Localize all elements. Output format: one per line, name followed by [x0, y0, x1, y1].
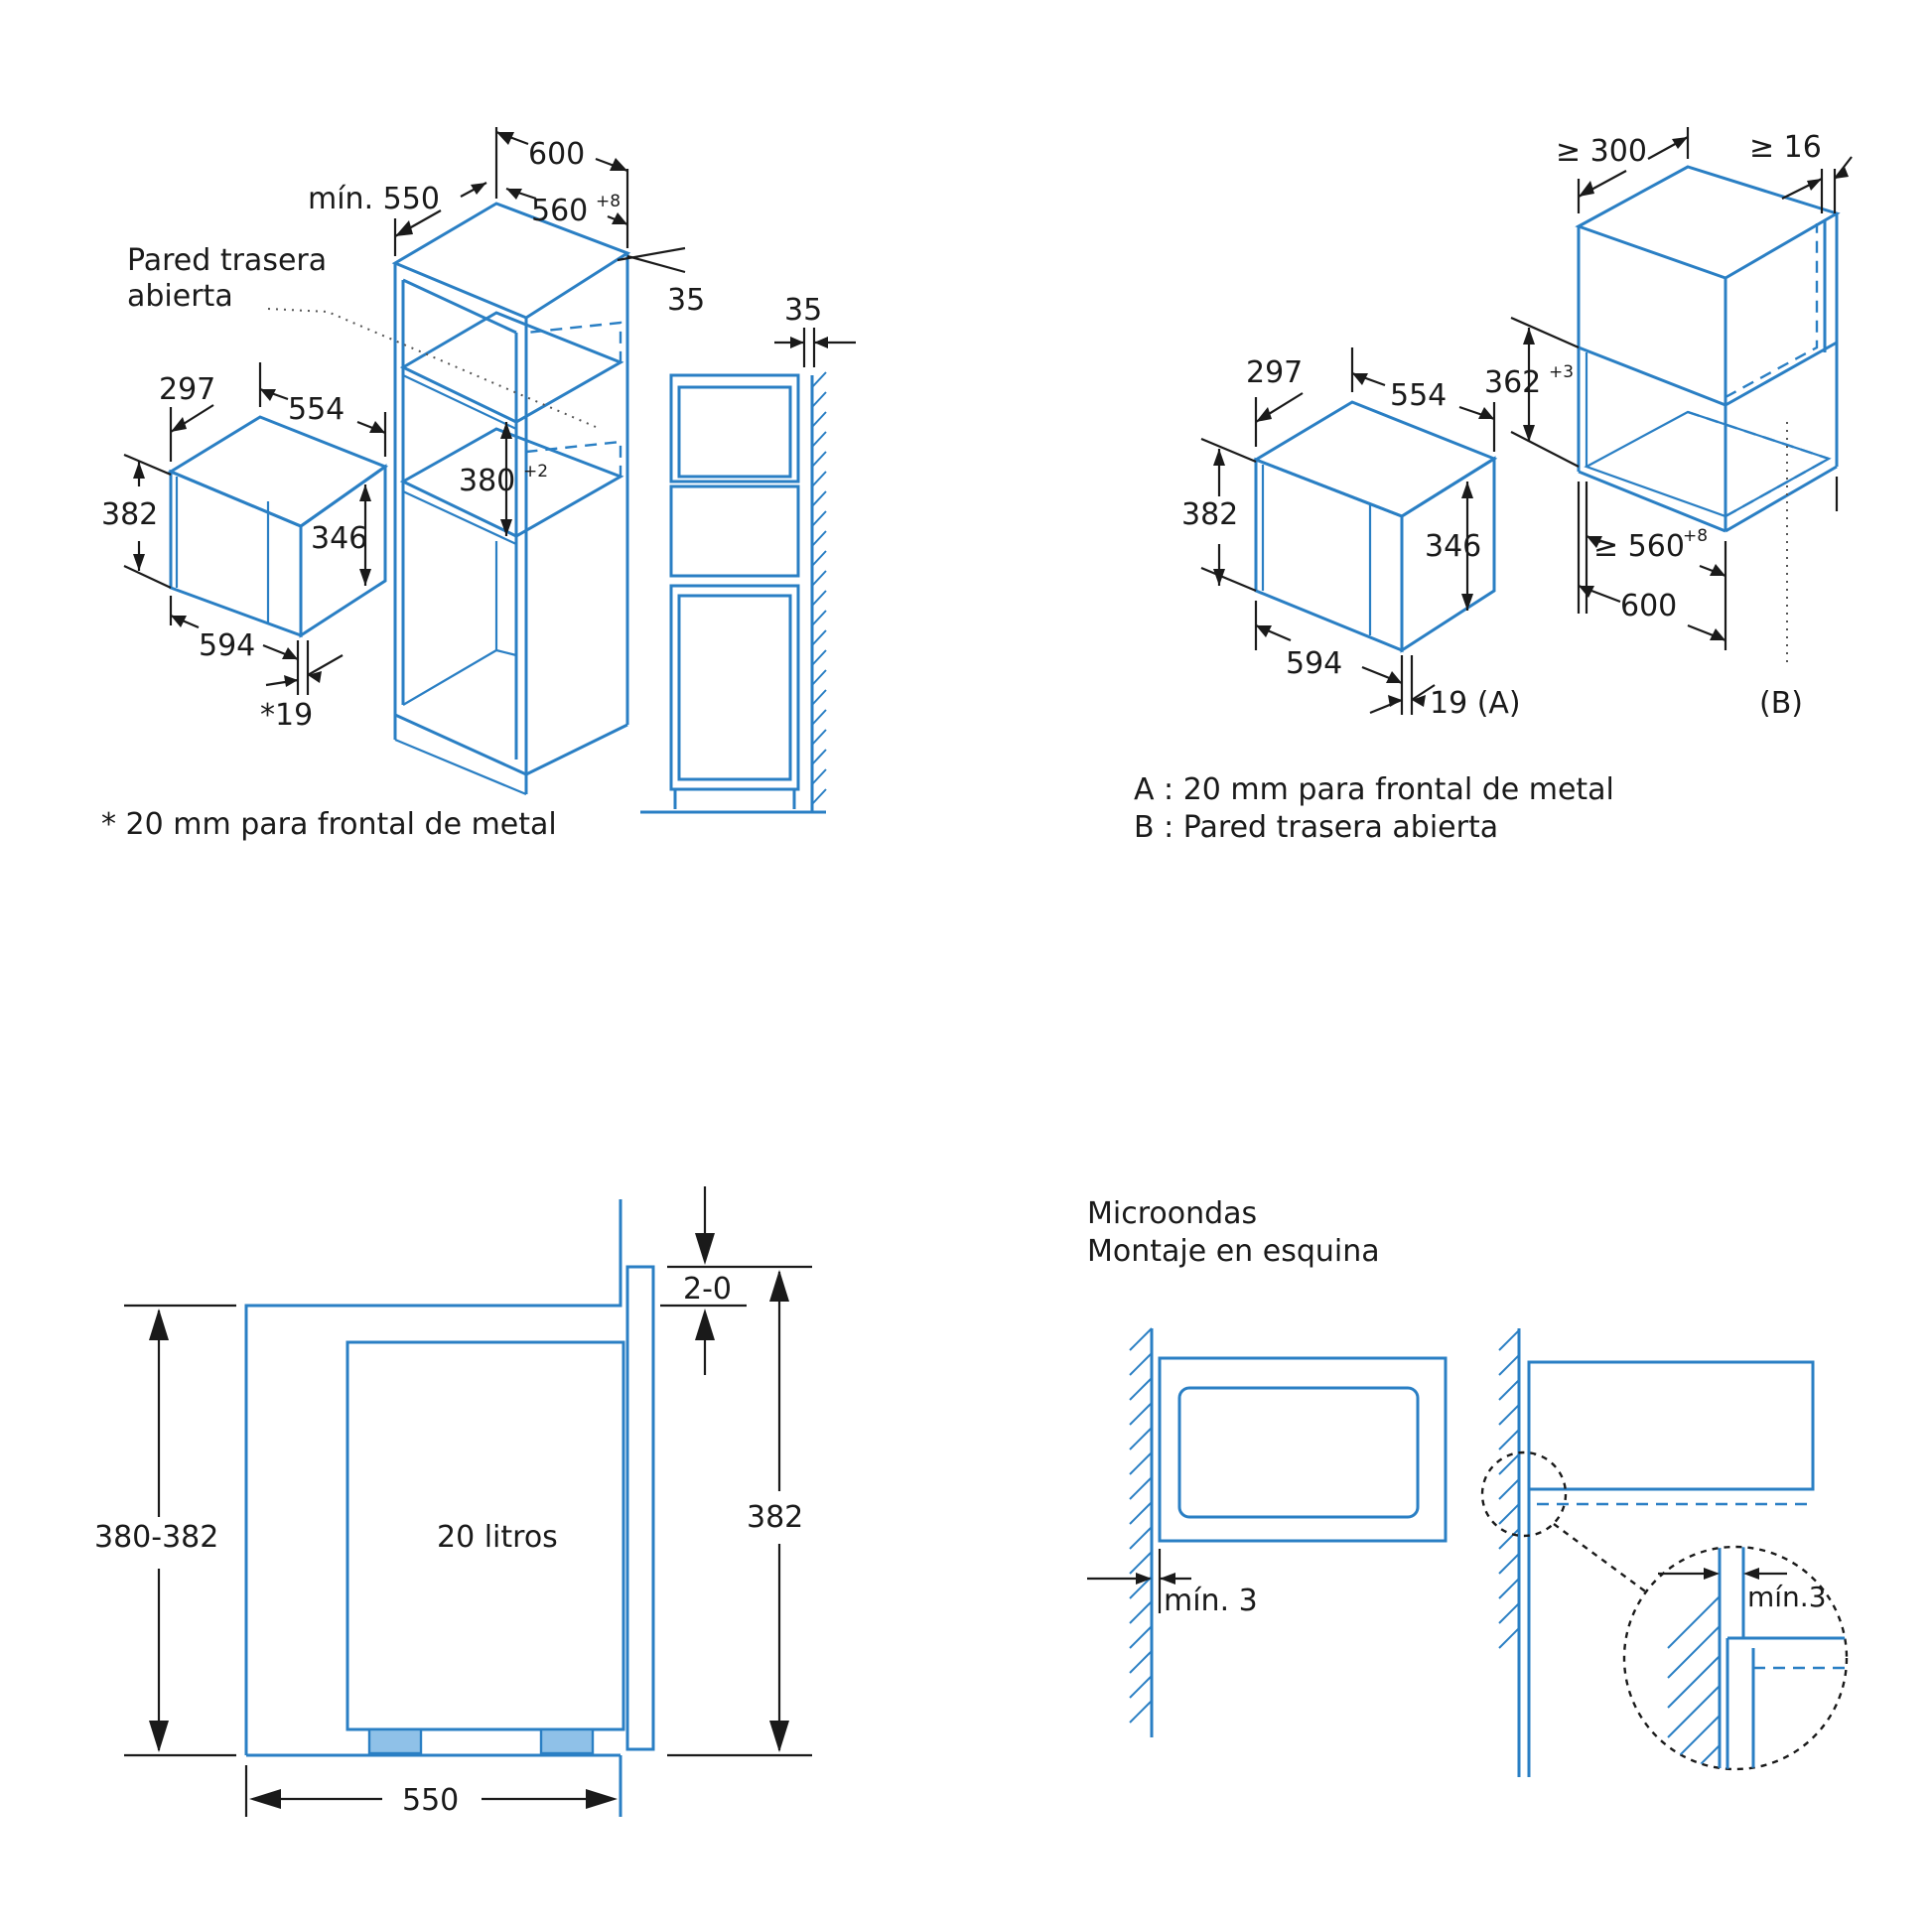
dim-346: 346 [311, 521, 367, 556]
panel-top-left: 600 mín. 550 560 +8 35 35 Pared trasera … [101, 127, 856, 842]
dim-594: 594 [199, 628, 255, 663]
dim-35-top: 35 [667, 283, 705, 318]
dim-554: 554 [288, 392, 345, 427]
wall-hatch-side [1498, 1329, 1520, 1649]
wall-hatch-top-left [811, 371, 827, 805]
dim-min-3-right: mín.3 [1747, 1581, 1827, 1613]
dim-382: 382 [747, 1500, 803, 1535]
side-view-cabinet [640, 371, 827, 814]
dim-600: 600 [528, 137, 585, 172]
title-montaje-esquina: Montaje en esquina [1087, 1234, 1380, 1269]
corner-top-view [1480, 1328, 1815, 1777]
dim-min-550: mín. 550 [308, 182, 440, 216]
tall-cabinet [391, 202, 631, 796]
detail-magnified: mín.3 [1622, 1545, 1849, 1771]
label-pared-trasera: Pared trasera [127, 243, 327, 278]
dim-382: 382 [101, 497, 158, 532]
panel-bottom-left: 2-0 380-382 382 20 litros 550 [94, 1186, 812, 1818]
dim-560: ≥ 560 [1593, 529, 1685, 564]
dim-362: 362 [1484, 365, 1541, 400]
dim-550: 550 [402, 1783, 459, 1818]
wall-hatch-front [1129, 1327, 1153, 1724]
dim-346: 346 [1425, 529, 1481, 564]
dim-560-sup: +8 [1683, 526, 1708, 546]
title-microondas: Microondas [1087, 1196, 1257, 1231]
dim-594: 594 [1286, 646, 1342, 681]
dim-382: 382 [1181, 497, 1238, 532]
dimension-lines-top-left [123, 127, 856, 695]
label-20-litros: 20 litros [437, 1520, 558, 1555]
corner-front-view: mín. 3 [1087, 1327, 1448, 1737]
panel-bottom-right: Microondas Montaje en esquina [1087, 1196, 1849, 1777]
note-b: B : Pared trasera abierta [1134, 810, 1498, 845]
dim-min-3-left: mín. 3 [1164, 1584, 1258, 1618]
dim-300: ≥ 300 [1556, 134, 1647, 169]
labels-bottom-left: 2-0 380-382 382 20 litros 550 [94, 1272, 803, 1818]
dim-600: 600 [1620, 589, 1677, 623]
dim-362-sup: +3 [1549, 362, 1574, 382]
labels-top-right: ≥ 300 ≥ 16 297 554 362 +3 382 346 ≥ 560 … [1134, 130, 1822, 845]
dim-380: 380 [459, 464, 515, 498]
dim-380-sup: +2 [523, 462, 548, 482]
dim-16: ≥ 16 [1749, 130, 1822, 165]
label-b: (B) [1759, 686, 1803, 721]
dim-19-a: 19 (A) [1430, 686, 1521, 721]
dim-2-0: 2-0 [683, 1272, 732, 1307]
footnote-metal-front: * 20 mm para frontal de metal [101, 807, 557, 842]
wall-cabinet [1575, 165, 1841, 533]
note-a: A : 20 mm para frontal de metal [1134, 772, 1614, 807]
dim-380-382: 380-382 [94, 1520, 218, 1555]
label-abierta: abierta [127, 279, 233, 314]
dimension-lines-top-right [1200, 127, 1853, 715]
dim-35-side: 35 [784, 293, 822, 328]
dim-297: 297 [159, 372, 215, 407]
labels-top-left: 600 mín. 550 560 +8 35 35 Pared trasera … [101, 137, 822, 842]
dim-554: 554 [1390, 378, 1447, 413]
microwave-unit-right [1252, 400, 1498, 653]
dimension-lines-bottom-left [124, 1186, 812, 1817]
cabinet-section [244, 1199, 655, 1817]
dim-297: 297 [1246, 355, 1303, 390]
dim-560-sup: +8 [596, 192, 621, 211]
dim-560: 560 [531, 194, 588, 228]
dim-19: *19 [260, 698, 313, 733]
panel-top-right: ≥ 300 ≥ 16 297 554 362 +3 382 346 ≥ 560 … [1134, 127, 1853, 845]
microwave-unit-left [167, 415, 389, 638]
